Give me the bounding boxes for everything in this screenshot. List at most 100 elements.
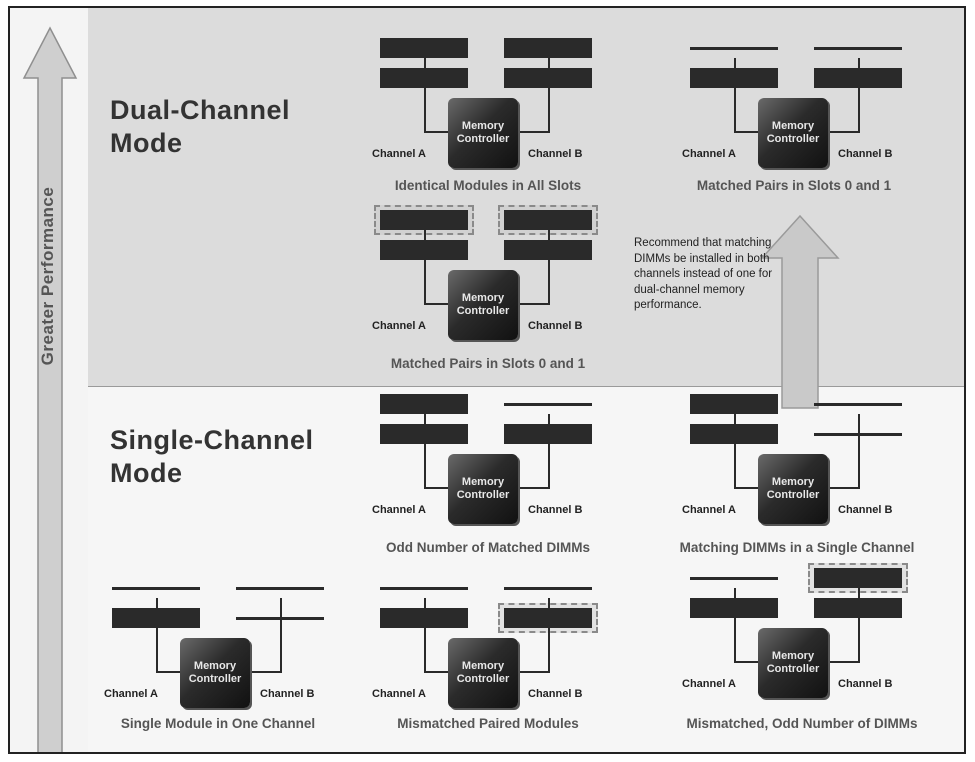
bus-line [156,598,158,672]
caption-mismatched-paired: Mismatched Paired Modules [397,716,579,731]
bus-line [518,487,550,489]
empty-slot [504,403,592,406]
greater-performance-label: Greater Performance [38,186,57,366]
bus-line [424,58,426,132]
bus-line [424,671,450,673]
memory-controller-label: Memory Controller [188,660,242,685]
empty-slot [690,47,778,50]
recommendation-note: Recommend that matching DIMMs be install… [634,237,773,311]
caption-matched-pairs-mid: Matched Pairs in Slots 0 and 1 [390,356,586,371]
bus-line [734,414,736,488]
dimm-module [504,210,592,230]
empty-slot [236,587,324,590]
caption-matched-pairs-top: Matched Pairs in Slots 0 and 1 [696,178,892,193]
channel-a-label: Channel A [372,688,426,700]
bus-line [250,671,282,673]
bus-line [548,414,550,488]
channel-a-label: Channel A [372,320,426,332]
bus-line [734,131,760,133]
bus-line [424,303,450,305]
recommendation-arrow [760,214,840,409]
channel-b-label: Channel B [838,148,893,160]
empty-slot [504,587,592,590]
empty-slot [112,587,200,590]
memory-controller-label: Memory Controller [456,292,510,317]
bus-line [518,131,550,133]
caption-identical-modules: Identical Modules in All Slots [394,178,582,193]
memory-controller-chip: Memory Controller [448,638,518,708]
dimm-module [380,210,468,230]
bus-line [734,487,760,489]
channel-a-label: Channel A [682,504,736,516]
bus-line [424,598,426,672]
memory-controller-chip: Memory Controller [758,454,828,524]
dimm-module [814,568,902,588]
bus-line [858,414,860,488]
bus-line [548,230,550,304]
empty-slot [814,47,902,50]
bus-line [734,588,736,662]
channel-b-label: Channel B [528,320,583,332]
caption-single-channel: Matching DIMMs in a Single Channel [679,540,915,555]
bus-line [280,598,282,672]
channel-b-label: Channel B [838,504,893,516]
dimm-module [504,38,592,58]
channel-b-label: Channel B [528,688,583,700]
bus-line [828,487,860,489]
channel-b-label: Channel B [528,504,583,516]
bus-line [734,58,736,132]
bus-line [858,588,860,662]
dimm-module [690,394,778,414]
empty-slot [380,587,468,590]
bus-line [424,230,426,304]
bus-line [156,671,182,673]
memory-controller-label: Memory Controller [456,660,510,685]
memory-controller-chip: Memory Controller [180,638,250,708]
memory-controller-label: Memory Controller [456,476,510,501]
memory-controller-chip: Memory Controller [448,98,518,168]
memory-controller-label: Memory Controller [766,476,820,501]
bus-line [858,58,860,132]
bus-line [828,131,860,133]
memory-controller-label: Memory Controller [766,120,820,145]
caption-odd-matched: Odd Number of Matched DIMMs [385,540,591,555]
channel-a-label: Channel A [682,148,736,160]
bus-line [734,661,760,663]
empty-slot [814,403,902,406]
empty-slot [690,577,778,580]
memory-controller-chip: Memory Controller [758,98,828,168]
caption-single-module: Single Module in One Channel [120,716,316,731]
channel-b-label: Channel B [260,688,315,700]
channel-a-label: Channel A [104,688,158,700]
memory-controller-label: Memory Controller [456,120,510,145]
channel-a-label: Channel A [372,148,426,160]
bus-line [548,58,550,132]
caption-mismatched-odd: Mismatched, Odd Number of DIMMs [686,716,918,731]
channel-a-label: Channel A [372,504,426,516]
bus-line [548,598,550,672]
dimm-module [380,394,468,414]
bus-line [424,131,450,133]
diagram-frame: Greater Performance Dual-Channel Mode Si… [8,6,966,754]
single-channel-mode-title: Single-Channel Mode [110,425,314,488]
channel-a-label: Channel A [682,678,736,690]
bus-line [424,487,450,489]
dual-channel-mode-title: Dual-Channel Mode [110,95,291,158]
channel-b-label: Channel B [528,148,583,160]
bus-line [518,671,550,673]
memory-controller-chip: Memory Controller [448,454,518,524]
bus-line [424,414,426,488]
memory-controller-chip: Memory Controller [758,628,828,698]
memory-controller-chip: Memory Controller [448,270,518,340]
greater-performance-arrow [22,26,78,752]
bus-line [518,303,550,305]
memory-controller-label: Memory Controller [766,650,820,675]
